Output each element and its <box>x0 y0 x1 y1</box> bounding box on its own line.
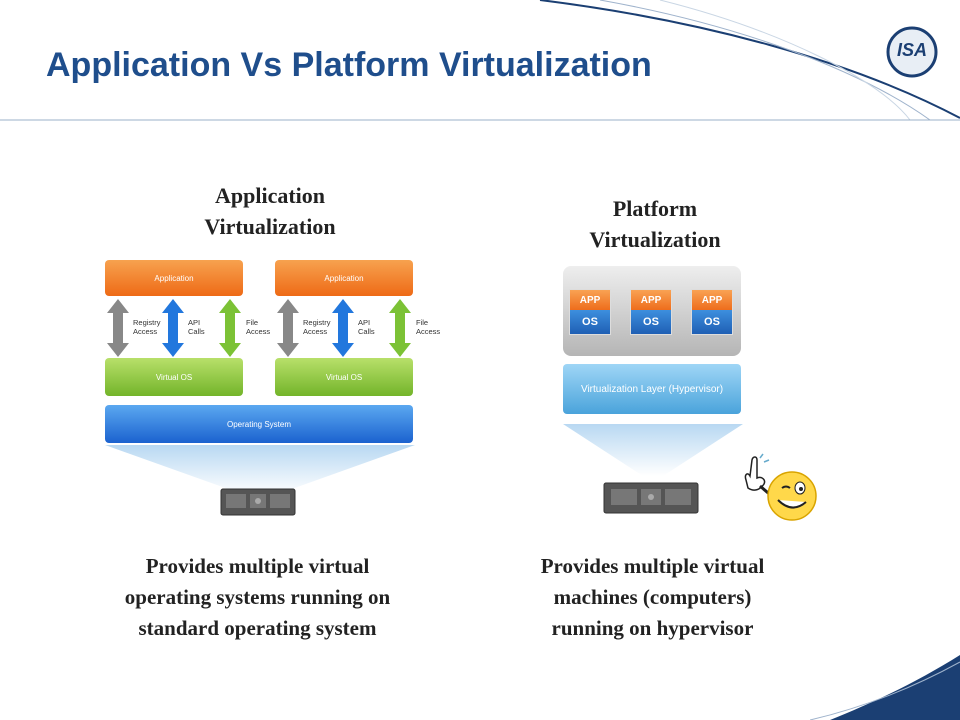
file-access-label-1: File Access <box>246 318 270 336</box>
platform-virt-heading: Platform Virtualization <box>525 193 785 255</box>
winking-smiley-icon <box>744 453 817 521</box>
double-arrow-blue-icon <box>162 299 184 357</box>
api-label-line1: API <box>188 318 201 327</box>
app-virt-desc-line3: standard operating system <box>138 616 377 640</box>
projection-cone-right <box>563 424 743 476</box>
double-arrow-gray-icon <box>107 299 129 357</box>
registry-label-line1: Registry <box>303 318 331 327</box>
platform-virt-desc-line2: machines (computers) <box>553 585 752 609</box>
platform-virt-heading-line1: Platform <box>612 196 698 221</box>
header-swoosh <box>0 0 960 121</box>
file-label-line2: Access <box>246 327 271 336</box>
application-bar-1: Application <box>105 260 243 296</box>
file-label-line2: Access <box>416 327 441 336</box>
file-access-label-2: File Access <box>416 318 440 336</box>
app-virt-desc-line2: operating systems running on <box>124 585 391 609</box>
vm-os-1: OS <box>570 310 610 334</box>
platform-virt-diagram: APP OS APP OS APP OS Virtualization Laye… <box>555 262 755 522</box>
isa-logo-text: ISA <box>896 40 927 60</box>
isa-logo-icon <box>886 26 938 78</box>
vm-app-1: APP <box>570 290 610 310</box>
registry-label-line2: Access <box>303 327 328 336</box>
virtual-os-bar-2: Virtual OS <box>275 358 413 396</box>
api-label-line2: Calls <box>188 327 205 336</box>
vm-1: APP OS <box>569 289 611 335</box>
app-virt-description: Provides multiple virtual operating syst… <box>60 551 455 644</box>
platform-virt-desc-line3: running on hypervisor <box>551 616 754 640</box>
api-label-line1: API <box>358 318 371 327</box>
vm-app-3: APP <box>692 290 732 310</box>
server-icon <box>603 482 699 514</box>
corner-swoosh <box>810 655 960 720</box>
app-virt-diagram: Application Application Registry Access … <box>100 255 450 520</box>
app-virt-heading: Application Virtualization <box>140 180 400 242</box>
arrows-group-1 <box>107 299 241 357</box>
file-label-line1: File <box>246 318 259 327</box>
server-icon <box>220 488 296 516</box>
vm-os-3: OS <box>692 310 732 334</box>
vm-3: APP OS <box>691 289 733 335</box>
app-virt-desc-line1: Provides multiple virtual <box>145 554 370 578</box>
platform-virt-desc-line1: Provides multiple virtual <box>540 554 765 578</box>
double-arrow-green-icon <box>389 299 411 357</box>
arrows-group-2 <box>277 299 411 357</box>
double-arrow-gray-icon <box>277 299 299 357</box>
hypervisor-bar: Virtualization Layer (Hypervisor) <box>563 364 741 414</box>
registry-access-label-1: Registry Access <box>133 318 161 336</box>
virtual-os-bar-1: Virtual OS <box>105 358 243 396</box>
file-label-line1: File <box>416 318 429 327</box>
platform-virt-description: Provides multiple virtual machines (comp… <box>470 551 835 644</box>
isa-logo: ISA <box>886 26 938 78</box>
registry-access-label-2: Registry Access <box>303 318 331 336</box>
app-virt-heading-line2: Virtualization <box>204 214 336 239</box>
vm-os-2: OS <box>631 310 671 334</box>
projection-cone-left <box>105 445 415 495</box>
api-label-line2: Calls <box>358 327 375 336</box>
vm-app-2: APP <box>631 290 671 310</box>
vm-2: APP OS <box>630 289 672 335</box>
registry-label-line2: Access <box>133 327 158 336</box>
registry-label-line1: Registry <box>133 318 161 327</box>
double-arrow-blue-icon <box>332 299 354 357</box>
api-calls-label-2: API Calls <box>358 318 375 336</box>
slide-title: Application Vs Platform Virtualization <box>46 46 652 84</box>
application-bar-2: Application <box>275 260 413 296</box>
operating-system-bar: Operating System <box>105 405 413 443</box>
double-arrow-green-icon <box>219 299 241 357</box>
app-virt-heading-line1: Application <box>214 183 326 208</box>
api-calls-label-1: API Calls <box>188 318 205 336</box>
platform-virt-heading-line2: Virtualization <box>589 227 721 252</box>
